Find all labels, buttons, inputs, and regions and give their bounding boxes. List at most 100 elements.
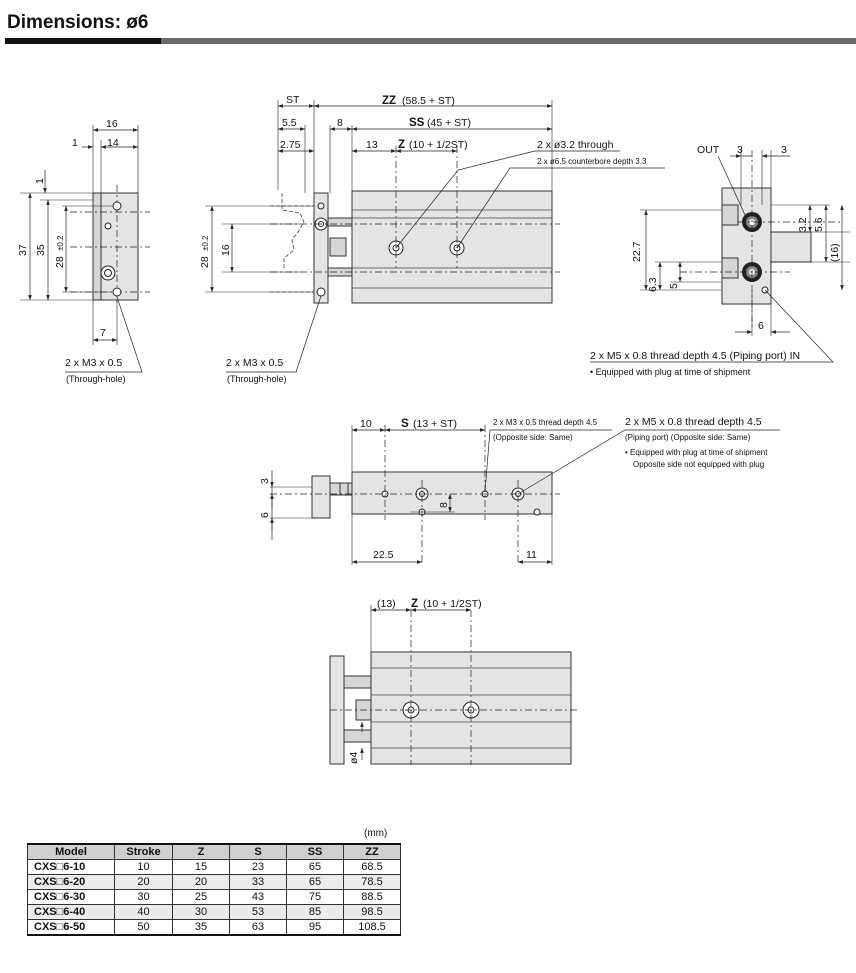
- title-underline: [5, 38, 856, 44]
- dim-3-2: 3.2: [797, 217, 809, 232]
- table-row: CXS□6-40 40 30 53 85 98.5: [27, 904, 401, 920]
- dim-front-28-tol: ±0.2: [201, 235, 210, 251]
- mount-hole-top: [112, 201, 122, 211]
- front-hole-note-2: 2 x ø6.5 counterbore depth 3.3: [537, 157, 647, 166]
- dim-v1: 1: [34, 178, 46, 184]
- col-ss: SS: [286, 843, 344, 860]
- front-hole-note-1: 2 x ø3.2 through: [537, 139, 614, 151]
- cell-s: 23: [229, 859, 287, 875]
- bottom-note-b4: Opposite side not equipped with plug: [633, 460, 764, 469]
- dim-st: ST: [286, 94, 300, 106]
- col-z: Z: [172, 843, 230, 860]
- col-model: Model: [27, 843, 115, 860]
- dim-16: 16: [106, 118, 118, 130]
- dim-3b: 3: [781, 144, 787, 156]
- dim-z-label-top: Z: [411, 598, 418, 610]
- cell-z: 15: [172, 859, 230, 875]
- right-note-plug: • Equipped with plug at time of shipment: [590, 367, 751, 377]
- front-note-through: (Through-hole): [227, 374, 287, 384]
- cell-zz: 98.5: [343, 904, 401, 920]
- cell-s: 53: [229, 904, 287, 920]
- dim-1: 1: [72, 137, 78, 149]
- bottom-view: 10 S (13 + ST) 2 x M3 x 0.5 thread depth…: [259, 416, 780, 565]
- cell-s: 43: [229, 889, 287, 905]
- cell-ss: 85: [286, 904, 344, 920]
- end-plate-edge: [92, 192, 102, 301]
- bottom-note-b2: (Piping port) (Opposite side: Same): [625, 433, 751, 442]
- cell-z: 30: [172, 904, 230, 920]
- dim-13: 13: [366, 139, 378, 151]
- cell-stroke: 10: [114, 859, 173, 875]
- right-end-view: OUT 3 3 3.2 5.6 (16) 22.7 6.3 5 6 2 x M5…: [590, 144, 850, 377]
- dim-z-value-top: (10 + 1/2ST): [423, 598, 482, 610]
- dim-16p: (16): [829, 243, 841, 262]
- dim-s-label: S: [401, 418, 409, 430]
- dim-5-5: 5.5: [282, 117, 297, 129]
- dim-front-28: 28: [199, 256, 211, 268]
- dim-35: 35: [35, 244, 47, 256]
- top-view: (13) Z (10 + 1/2ST) ø4: [329, 598, 580, 765]
- col-stroke: Stroke: [114, 843, 173, 860]
- dim-out: OUT: [697, 144, 720, 156]
- cell-stroke: 30: [114, 889, 173, 905]
- title-underline-accent: [5, 38, 161, 44]
- dim-zz-value: (58.5 + ST): [402, 95, 455, 107]
- cell-ss: 95: [286, 919, 344, 936]
- table-row: CXS□6-30 30 25 43 75 88.5: [27, 889, 401, 905]
- cell-z: 20: [172, 874, 230, 890]
- dim-o4: ø4: [348, 752, 360, 764]
- dim-22-5: 22.5: [373, 549, 394, 561]
- dim-ss-label: SS: [409, 117, 425, 129]
- dim-11: 11: [526, 549, 537, 561]
- cell-s: 33: [229, 874, 287, 890]
- col-zz: ZZ: [343, 843, 401, 860]
- cell-z: 25: [172, 889, 230, 905]
- table-row: CXS□6-50 50 35 63 95 108.5: [27, 919, 401, 936]
- page-title: Dimensions: ø6: [7, 12, 149, 33]
- dim-7: 7: [100, 327, 106, 339]
- dim-3bv: 3: [259, 478, 271, 484]
- bottom-note-b1: 2 x M5 x 0.8 thread depth 4.5: [625, 416, 762, 428]
- dim-6r: 6: [758, 320, 764, 332]
- dim-2-75: 2.75: [280, 139, 301, 151]
- dim-6bv: 6: [259, 512, 271, 518]
- dim-14: 14: [107, 137, 119, 149]
- cell-z: 35: [172, 919, 230, 936]
- cell-model: CXS□6-50: [27, 919, 115, 936]
- dimension-table: Model Stroke Z S SS ZZ CXS□6-10 10 15 23…: [27, 843, 401, 936]
- table-row: CXS□6-10 10 15 23 65 68.5: [27, 859, 401, 875]
- dim-ss-value: (45 + ST): [427, 117, 471, 129]
- dim-10: 10: [360, 418, 372, 430]
- dim-zz-label: ZZ: [382, 95, 396, 107]
- table-row: CXS□6-20 20 20 33 65 78.5: [27, 874, 401, 890]
- dim-8: 8: [337, 117, 343, 129]
- cell-zz: 108.5: [343, 919, 401, 936]
- dim-8b: 8: [438, 502, 450, 508]
- col-s: S: [229, 843, 287, 860]
- cell-zz: 88.5: [343, 889, 401, 905]
- dim-3a: 3: [737, 144, 743, 156]
- cell-ss: 75: [286, 889, 344, 905]
- dim-22-7: 22.7: [631, 241, 643, 262]
- cell-stroke: 20: [114, 874, 173, 890]
- dim-28: 28: [54, 256, 66, 268]
- cell-ss: 65: [286, 874, 344, 890]
- bottom-note-a2: (Opposite side: Same): [493, 433, 573, 442]
- dim-16v: 16: [220, 244, 232, 256]
- cell-s: 63: [229, 919, 287, 936]
- cell-ss: 65: [286, 859, 344, 875]
- cell-stroke: 40: [114, 904, 173, 920]
- dim-13t: (13): [377, 598, 396, 610]
- dim-37: 37: [17, 244, 29, 256]
- dim-z-value: (10 + 1/2ST): [409, 139, 468, 151]
- cell-model: CXS□6-40: [27, 904, 115, 920]
- left-note-through: (Through-hole): [66, 374, 126, 384]
- cell-model: CXS□6-20: [27, 874, 115, 890]
- dim-s-value: (13 + ST): [413, 418, 457, 430]
- left-end-view: 16 1 14 37 35 28 ±0.2 1 7 2 x M3 x 0.5 (…: [17, 118, 150, 384]
- dim-5r: 5: [668, 283, 680, 289]
- front-note-thread: 2 x M3 x 0.5: [226, 357, 283, 369]
- cell-zz: 68.5: [343, 859, 401, 875]
- bottom-note-b3: • Equipped with plug at time of shipment: [625, 448, 768, 457]
